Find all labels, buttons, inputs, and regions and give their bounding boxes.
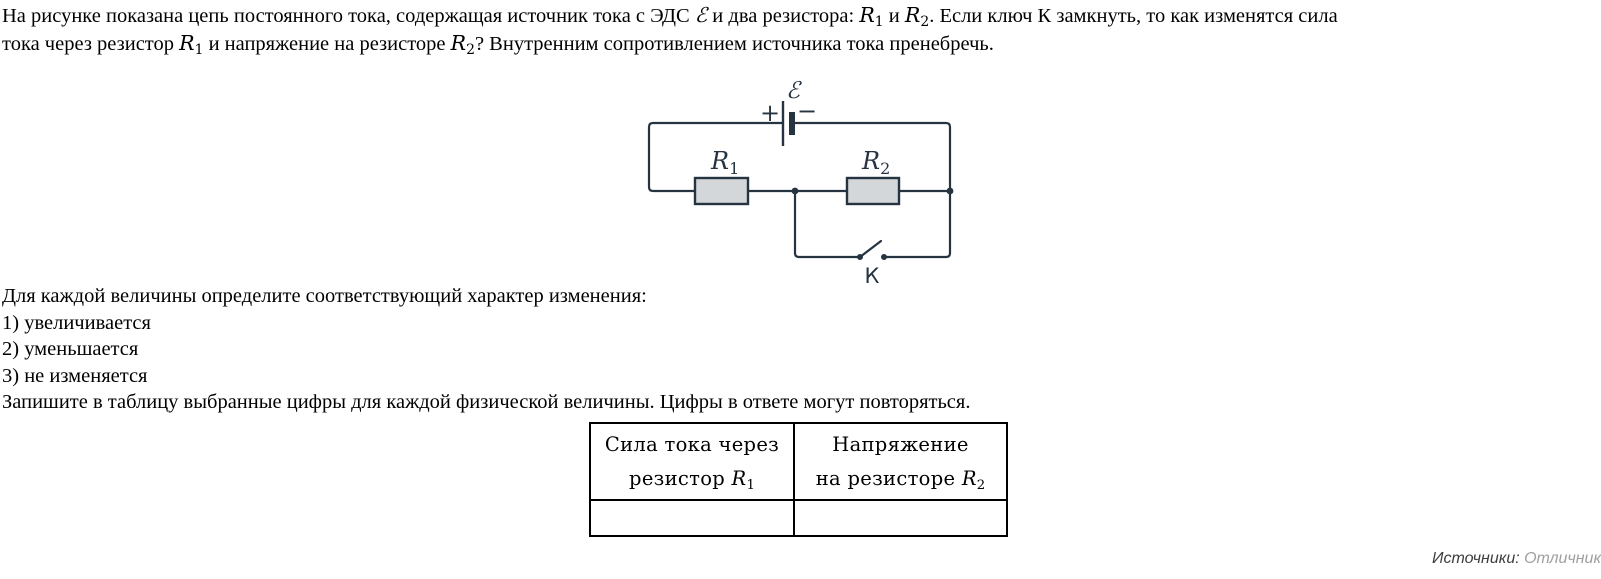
junction-dots [791, 187, 954, 260]
junction-dot [791, 187, 799, 195]
junction-dot [946, 187, 954, 195]
table-answer-row [589, 499, 1008, 537]
problem-line-2: тока через резистор R1 и напряжение на р… [2, 30, 1338, 58]
emf-symbol: ℰ [694, 3, 708, 27]
circuit-labels: ℰ + − R1 R2 К [710, 78, 890, 288]
switch-k-label: К [865, 264, 880, 288]
var-r2: R2 [961, 466, 986, 493]
header-cell-voltage-r2: Напряжение на резисторе R2 [793, 422, 1008, 501]
problem-text: На рисунке показана цепь постоянного ток… [2, 5, 695, 27]
resistor-r2-label: R2 [861, 147, 890, 178]
option-2: 2) уменьшается [2, 338, 139, 360]
var-r1: R1 [859, 3, 884, 30]
circuit-diagram: ℰ + − R1 R2 К [628, 74, 960, 288]
var-r1: R1 [731, 466, 755, 493]
answer-cell-1 [589, 499, 795, 537]
resistors [693, 176, 901, 206]
option-3: 3) не изменяется [2, 364, 148, 387]
problem-text: и напряжение на резисторе [203, 33, 451, 55]
problem-text: и два резистора: [707, 5, 860, 27]
header-line: Напряжение [832, 432, 969, 456]
task-block: Для каждой величины определите соответст… [2, 283, 970, 416]
task-prompt: Для каждой величины определите соответст… [2, 285, 647, 307]
source-attribution: Источники: Отличник [3, 550, 1601, 568]
battery-icon [781, 101, 795, 146]
problem-text: и [883, 5, 905, 27]
minus-sign: − [797, 97, 817, 125]
header-line: Сила тока через [604, 432, 780, 456]
answer-table: Сила тока через резистор R1 Напряжение н… [589, 422, 1008, 537]
answer-cell-2 [793, 499, 1008, 537]
task-instruction: Запишите в таблицу выбранные цифры для к… [2, 391, 971, 413]
header-cell-current-r1: Сила тока через резистор R1 [589, 422, 795, 501]
var-r2: R2 [904, 3, 930, 30]
emf-label: ℰ [786, 78, 802, 104]
switch-contact-dot [857, 254, 863, 260]
problem-text: тока через резистор [2, 33, 180, 55]
wire-left-loop [647, 121, 785, 193]
problem-statement: На рисунке показана цепь постоянного ток… [2, 2, 1338, 58]
var-r1: R1 [179, 31, 204, 58]
resistor-r2-body [845, 176, 901, 206]
wire-switch-branch [793, 189, 862, 259]
switch-contact-dot [881, 254, 887, 260]
source-link[interactable]: Отличник [1524, 550, 1601, 567]
circuit-wires [647, 121, 952, 259]
problem-text: ? Внутренним сопротивлением источника то… [474, 33, 994, 55]
table-header-row: Сила тока через резистор R1 Напряжение н… [589, 422, 1008, 501]
option-1: 1) увеличивается [2, 311, 151, 334]
plus-sign: + [760, 99, 780, 127]
resistor-r1-body [693, 176, 750, 206]
var-r2: R2 [450, 31, 475, 58]
header-line: на резисторе R2 [815, 466, 986, 493]
switch-lever [858, 239, 883, 259]
circuit-svg: ℰ + − R1 R2 К [647, 78, 954, 288]
header-line: резистор R1 [629, 466, 755, 493]
problem-text: . Если ключ К замкнуть, то как изменятся… [929, 5, 1338, 27]
resistor-r1-label: R1 [710, 147, 739, 178]
problem-line-1: На рисунке показана цепь постоянного ток… [2, 2, 1338, 30]
source-label: Источники: [1432, 550, 1520, 567]
